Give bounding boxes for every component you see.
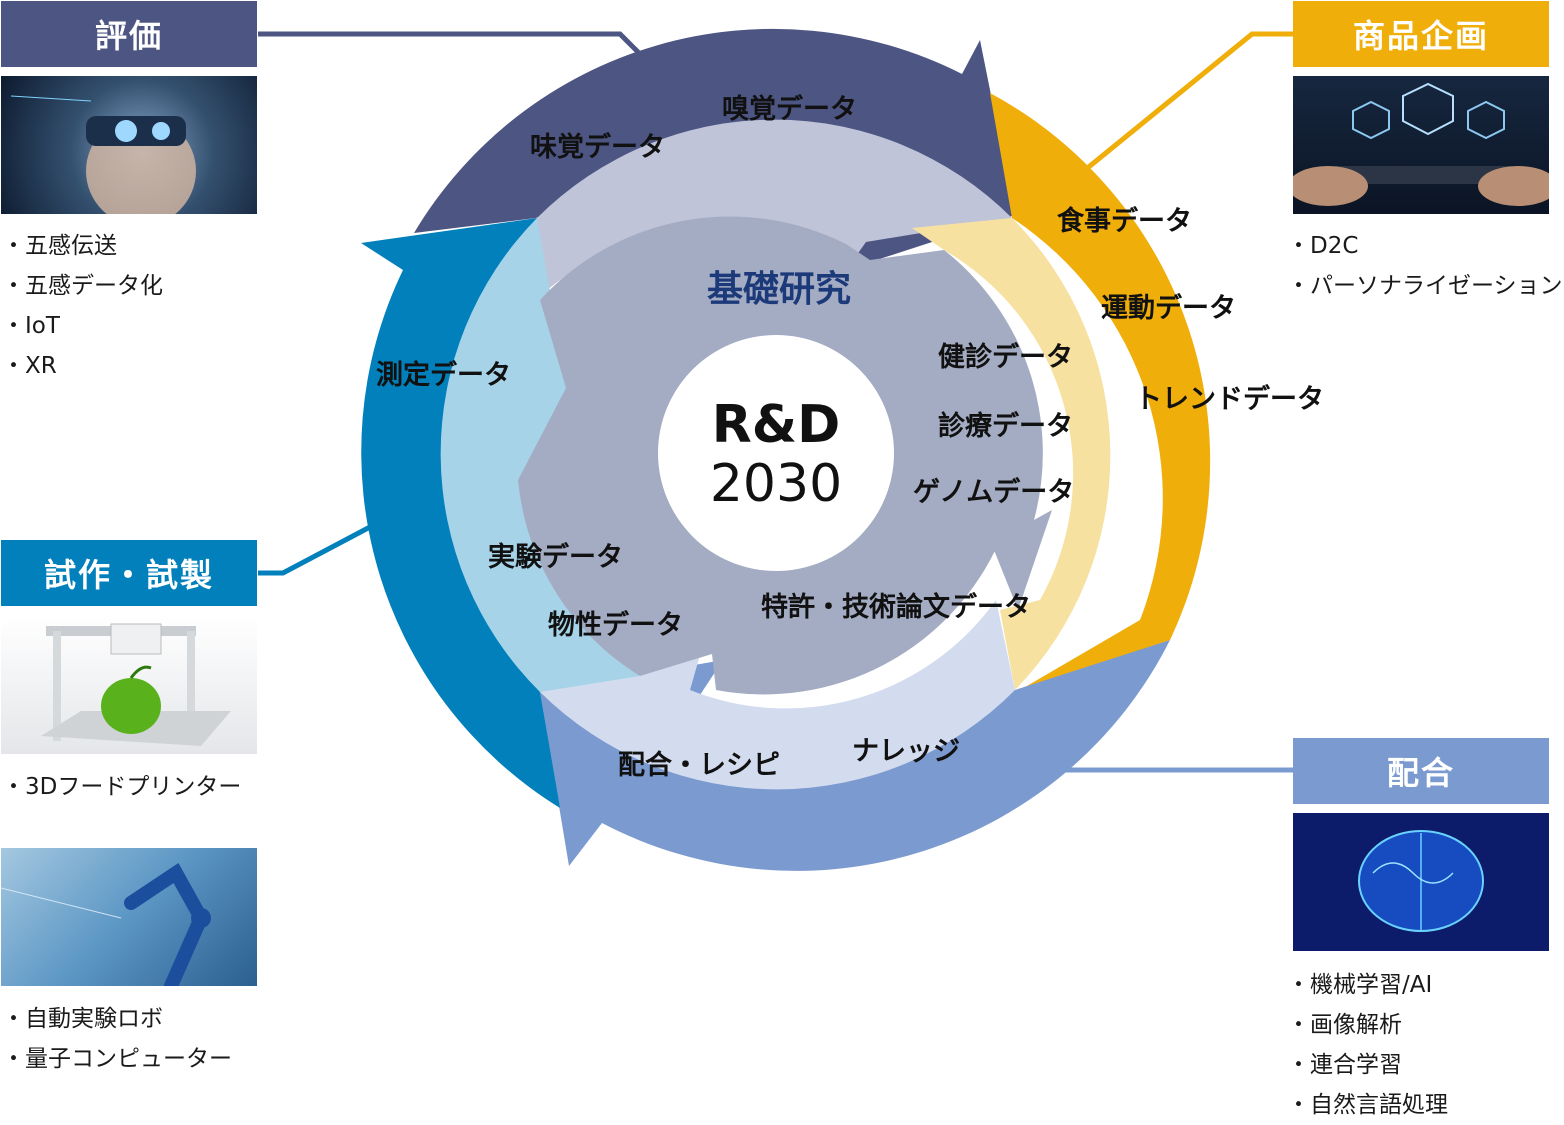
list-item: 連合学習: [1287, 1045, 1448, 1085]
list-item: XR: [2, 346, 163, 386]
panel-plan-header: 商品企画: [1293, 1, 1549, 67]
list-item: 五感伝送: [2, 226, 163, 266]
label-patent: 特許・技術論文データ: [761, 591, 1031, 623]
label-trend: トレンドデータ: [1135, 383, 1324, 415]
label-smell: 嗅覚データ: [722, 93, 857, 125]
label-taste: 味覚データ: [530, 131, 665, 163]
digital-brain-image: [1293, 813, 1549, 951]
label-property: 物性データ: [548, 609, 683, 641]
label-knowledge: ナレッジ: [852, 736, 960, 767]
panel-proto-list: 3Dフードプリンター: [2, 767, 241, 807]
panel-robot-list: 自動実験ロボ 量子コンピューター: [2, 999, 232, 1079]
middle-segment-lavender: [537, 119, 1012, 296]
3d-food-printer-apple-image: [1, 616, 257, 754]
core-label: 基礎研究: [707, 269, 851, 310]
list-item: 機械学習/AI: [1287, 965, 1448, 1005]
connector-proto: [258, 524, 372, 576]
list-item: D2C: [1287, 226, 1563, 266]
list-item: 3Dフードプリンター: [2, 767, 241, 807]
list-item: 量子コンピューター: [2, 1039, 232, 1079]
vr-headset-woman-image: [1, 76, 257, 214]
label-exercise: 運動データ: [1101, 292, 1236, 324]
tablet-network-people-image: [1293, 76, 1549, 214]
panel-proto-header: 試作・試製: [1, 540, 257, 606]
label-checkup: 健診データ: [938, 341, 1073, 373]
label-recipe: 配合・レシピ: [618, 749, 780, 781]
label-genome: ゲノムデータ: [913, 476, 1074, 508]
label-measure: 測定データ: [376, 359, 511, 391]
center-year: 2030: [710, 454, 842, 514]
robot-arm-digital-image: [1, 848, 257, 986]
center-title: R&D: [712, 395, 841, 455]
connector-plan: [1083, 31, 1295, 172]
label-medical: 診療データ: [938, 410, 1073, 442]
list-item: 自然言語処理: [1287, 1085, 1448, 1125]
list-item: 五感データ化: [2, 266, 163, 306]
outer-segment-plan: [990, 93, 1211, 690]
connector-eval: [258, 31, 650, 64]
label-experiment: 実験データ: [488, 541, 623, 573]
panel-mix-list: 機械学習/AI 画像解析 連合学習 自然言語処理: [1287, 965, 1448, 1125]
inner-ring: [518, 216, 1052, 695]
list-item: パーソナライゼーション: [1287, 266, 1563, 306]
middle-segment-cream: [912, 218, 1111, 690]
center-circle: [658, 335, 894, 571]
label-meal: 食事データ: [1057, 205, 1192, 237]
panel-eval-list: 五感伝送 五感データ化 IoT XR: [2, 226, 163, 386]
list-item: 自動実験ロボ: [2, 999, 232, 1039]
panel-plan-list: D2C パーソナライゼーション: [1287, 226, 1563, 306]
list-item: 画像解析: [1287, 1005, 1448, 1045]
list-item: IoT: [2, 306, 163, 346]
middle-segment-pale: [540, 600, 1015, 790]
panel-eval-header: 評価: [1, 1, 257, 67]
panel-mix-header: 配合: [1293, 738, 1549, 804]
